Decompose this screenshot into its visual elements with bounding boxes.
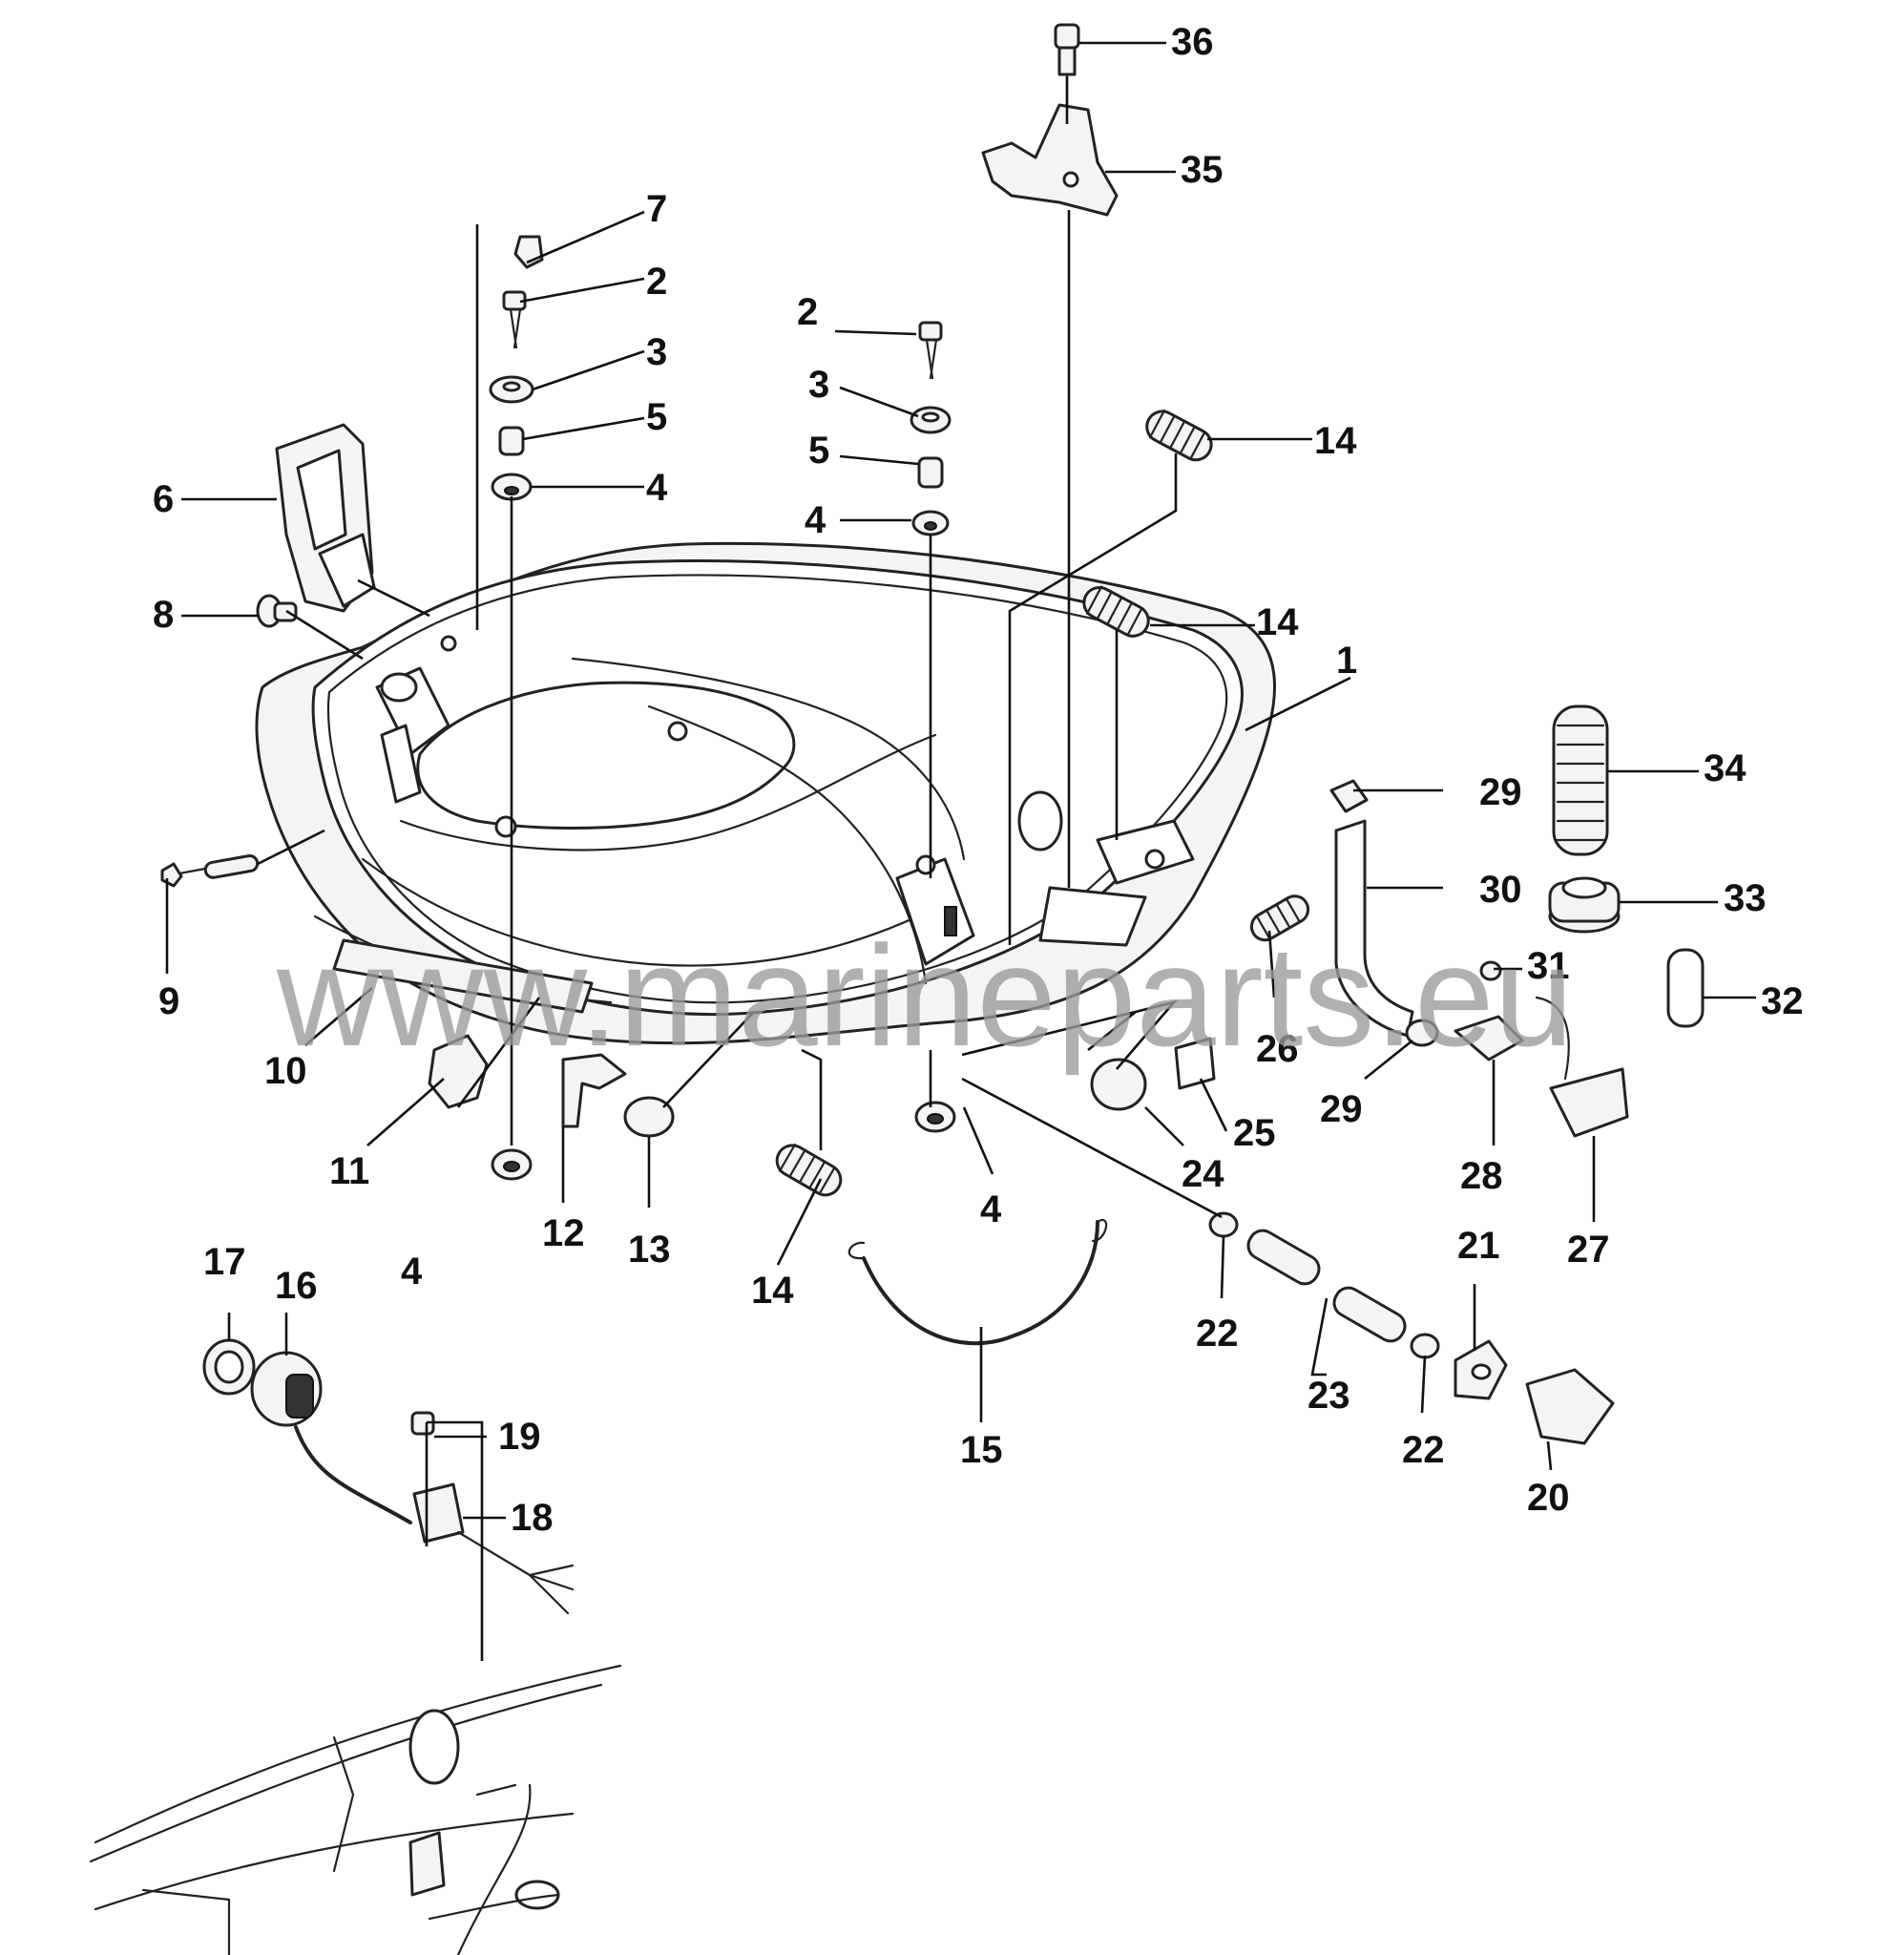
callout-18: 18 — [511, 1497, 554, 1539]
callout-14: 14 — [1314, 420, 1357, 462]
hose-and-fittings — [1208, 1211, 1615, 1445]
callout-5: 5 — [646, 396, 667, 438]
part-15-wire-bail — [847, 1218, 1108, 1346]
watermark-text: www.marineparts.eu — [276, 915, 1574, 1076]
callout-5: 5 — [808, 430, 829, 472]
callout-26: 26 — [1256, 1028, 1299, 1070]
callout-21: 21 — [1457, 1225, 1500, 1267]
callout-35: 35 — [1181, 149, 1224, 191]
callout-12: 12 — [542, 1212, 585, 1254]
callout-9: 9 — [158, 980, 179, 1022]
callout-3: 3 — [646, 331, 667, 373]
callout-8: 8 — [153, 594, 174, 636]
callout-7: 7 — [646, 188, 667, 230]
callout-20: 20 — [1527, 1477, 1570, 1519]
callout-28: 28 — [1460, 1155, 1503, 1197]
callout-2: 2 — [646, 261, 667, 303]
callout-16: 16 — [275, 1265, 318, 1307]
lower-left-parts — [202, 1338, 575, 1615]
callout-23: 23 — [1308, 1375, 1350, 1417]
part-35-36-bracket — [981, 23, 1119, 217]
center-fastener-stack — [910, 321, 952, 536]
callout-29: 29 — [1479, 771, 1522, 813]
callout-11: 11 — [329, 1150, 369, 1192]
callout-labels: 1 2 2 3 3 4 4 4 4 5 5 6 7 8 9 10 11 12 1… — [153, 21, 1804, 1539]
callout-19: 19 — [498, 1416, 541, 1458]
engine-section — [89, 1664, 622, 1955]
callout-10: 10 — [264, 1050, 307, 1092]
callout-17: 17 — [203, 1241, 246, 1283]
callout-4: 4 — [401, 1251, 423, 1293]
callout-4: 4 — [646, 467, 668, 509]
callout-14: 14 — [751, 1270, 794, 1312]
part-26-grommet — [1249, 894, 1310, 942]
callout-31: 31 — [1527, 945, 1570, 987]
callout-30: 30 — [1479, 869, 1522, 911]
callout-27: 27 — [1567, 1229, 1610, 1271]
lower-grommets — [491, 1101, 956, 1181]
callout-22: 22 — [1402, 1429, 1445, 1471]
callout-15: 15 — [960, 1429, 1003, 1471]
callout-25: 25 — [1233, 1112, 1276, 1154]
callout-2: 2 — [797, 291, 818, 333]
callout-1: 1 — [1336, 640, 1357, 682]
callout-32: 32 — [1761, 980, 1804, 1022]
callout-36: 36 — [1171, 21, 1214, 63]
part-14-grommets — [775, 409, 1213, 1197]
small-cover-parts — [332, 938, 1216, 1138]
callout-22: 22 — [1196, 1313, 1239, 1355]
callout-4: 4 — [980, 1188, 1002, 1230]
right-side-parts — [1329, 704, 1705, 1138]
callout-4: 4 — [805, 499, 826, 541]
callout-3: 3 — [808, 364, 829, 406]
callout-13: 13 — [628, 1229, 671, 1271]
left-fastener-stack — [489, 235, 544, 501]
callout-14: 14 — [1256, 601, 1299, 643]
leader-lines — [165, 41, 1756, 1661]
callout-29: 29 — [1320, 1088, 1363, 1130]
callout-24: 24 — [1182, 1153, 1224, 1195]
callout-6: 6 — [153, 478, 174, 520]
callout-33: 33 — [1724, 877, 1767, 919]
callout-34: 34 — [1704, 747, 1747, 789]
part-6-handle — [275, 423, 376, 613]
